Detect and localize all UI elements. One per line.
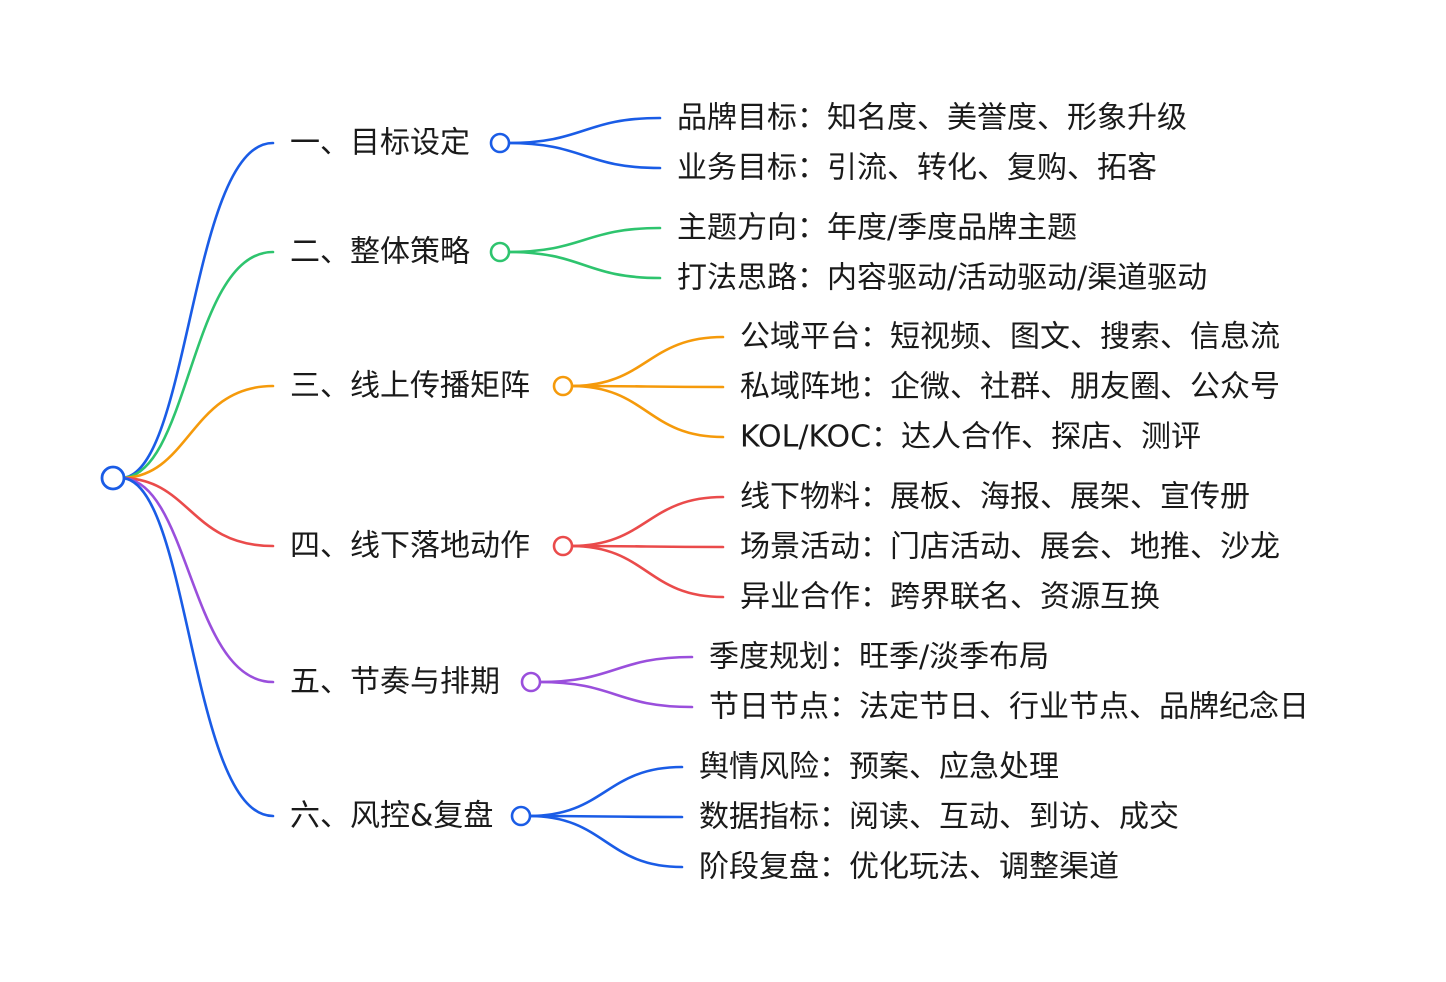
branch-to-leaf-edge	[527, 765, 684, 818]
root-to-branch-edge	[119, 141, 275, 480]
branch-collapse-toggle[interactable]	[520, 671, 542, 693]
leaf-label[interactable]: 节日节点：法定节日、行业节点、品牌纪念日	[709, 690, 1309, 725]
branch-to-leaf-edge	[527, 814, 684, 869]
branch-to-leaf-edge	[506, 250, 662, 280]
root-to-branch-edge	[119, 384, 275, 480]
branch-to-leaf-edge	[537, 680, 694, 709]
root-to-branch-edge	[119, 476, 275, 548]
leaf-label[interactable]: 公域平台：短视频、图文、搜索、信息流	[740, 320, 1280, 355]
leaf-label[interactable]: 业务目标：引流、转化、复购、拓客	[677, 151, 1157, 186]
leaf-label[interactable]: 舆情风险：预案、应急处理	[699, 750, 1059, 785]
branch-to-leaf-edge	[569, 384, 725, 439]
branch-to-leaf-edge	[569, 544, 725, 599]
branch-label[interactable]: 四、线下落地动作	[290, 529, 530, 564]
branch-label[interactable]: 三、线上传播矩阵	[290, 369, 530, 404]
leaf-label[interactable]: 品牌目标：知名度、美誉度、形象升级	[677, 101, 1187, 136]
branch-label[interactable]: 一、目标设定	[290, 126, 470, 161]
root-node[interactable]	[100, 465, 126, 491]
root-to-branch-edge	[119, 476, 275, 684]
leaf-label[interactable]: 线下物料：展板、海报、展架、宣传册	[740, 480, 1250, 515]
branch-to-leaf-edge	[537, 655, 694, 684]
leaf-label[interactable]: 私域阵地：企微、社群、朋友圈、公众号	[740, 370, 1280, 405]
branch-to-leaf-edge	[527, 814, 684, 819]
mindmap-nodes: 一、目标设定 品牌目标：知名度、美誉度、形象升级业务目标：引流、转化、复购、拓客二…	[100, 101, 1309, 885]
branch-to-leaf-edge	[506, 116, 662, 145]
branch-to-leaf-edge	[506, 226, 662, 254]
branch-to-leaf-edge	[569, 335, 725, 388]
branch-to-leaf-edge	[569, 384, 725, 389]
branch-collapse-toggle[interactable]	[510, 805, 532, 827]
leaf-label[interactable]: 阶段复盘：优化玩法、调整渠道	[699, 850, 1119, 885]
root-to-branch-edge	[119, 476, 275, 818]
leaf-label[interactable]: 异业合作：跨界联名、资源互换	[740, 580, 1160, 615]
leaf-label[interactable]: 数据指标：阅读、互动、到访、成交	[699, 800, 1179, 835]
leaf-label[interactable]: 场景活动：门店活动、展会、地推、沙龙	[740, 530, 1280, 565]
mindmap-edges	[119, 116, 725, 869]
leaf-label[interactable]: 打法思路：内容驱动/活动驱动/渠道驱动	[677, 261, 1207, 296]
branch-label[interactable]: 二、整体策略	[290, 235, 470, 270]
branch-collapse-toggle[interactable]	[552, 535, 574, 557]
branch-collapse-toggle[interactable]	[489, 241, 511, 263]
branch-to-leaf-edge	[569, 495, 725, 548]
branch-label[interactable]: 六、风控&复盘	[290, 799, 493, 834]
branch-to-leaf-edge	[506, 141, 662, 170]
branch-collapse-toggle[interactable]	[489, 132, 511, 154]
leaf-label[interactable]: 主题方向：年度/季度品牌主题	[677, 211, 1077, 246]
leaf-label[interactable]: KOL/KOC：达人合作、探店、测评	[740, 420, 1201, 455]
branch-collapse-toggle[interactable]	[552, 375, 574, 397]
root-to-branch-edge	[119, 250, 275, 480]
branch-label[interactable]: 五、节奏与排期	[290, 665, 500, 700]
branch-to-leaf-edge	[569, 544, 725, 549]
leaf-label[interactable]: 季度规划：旺季/淡季布局	[709, 640, 1049, 675]
